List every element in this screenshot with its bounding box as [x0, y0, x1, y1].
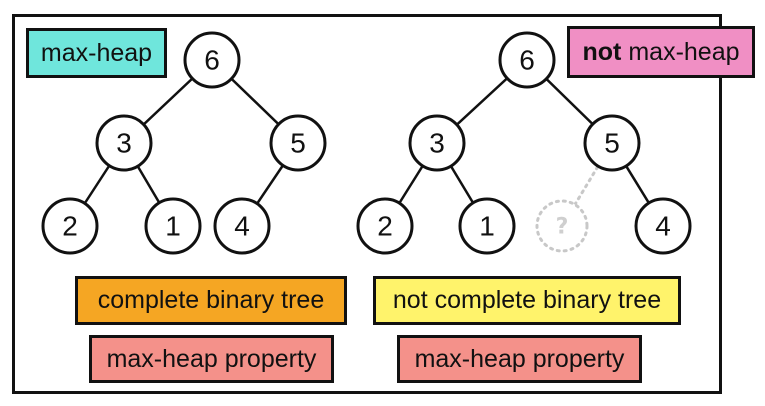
tree-node: 4 — [634, 197, 692, 255]
missing-node-label: ? — [556, 215, 569, 240]
tree-node: 6 — [183, 31, 241, 89]
tree-node: 5 — [269, 114, 327, 172]
node-label: 6 — [519, 45, 535, 76]
node-label: 4 — [655, 211, 671, 242]
node-label: 3 — [116, 128, 132, 159]
not-max-heap-text: max-heap — [628, 37, 740, 66]
tree-node: 2 — [41, 197, 99, 255]
max-heap-property-caption-left: max-heap property — [89, 335, 334, 383]
tree-node: 1 — [458, 197, 516, 255]
tree-node: 5 — [583, 114, 641, 172]
tree-node: 4 — [213, 197, 271, 255]
tree-node: 3 — [95, 114, 153, 172]
node-label: 2 — [377, 211, 393, 242]
max-heap-label: max-heap — [26, 28, 167, 78]
node-label: 2 — [62, 211, 78, 242]
not-complete-binary-tree-caption: not complete binary tree — [373, 276, 681, 325]
not-emphasis: not — [582, 37, 622, 66]
complete-binary-tree-caption: complete binary tree — [75, 276, 347, 325]
tree-node: 6 — [498, 31, 556, 89]
not-max-heap-label: not max-heap — [567, 26, 755, 78]
tree-node: 1 — [144, 197, 202, 255]
node-label: 5 — [604, 128, 620, 159]
node-label: 3 — [429, 128, 445, 159]
node-label: 1 — [479, 211, 495, 242]
tree-node: 2 — [356, 197, 414, 255]
node-label: 6 — [204, 45, 220, 76]
missing-node: ? — [535, 199, 589, 253]
node-label: 1 — [165, 211, 181, 242]
node-label: 4 — [234, 211, 250, 242]
node-label: 5 — [290, 128, 306, 159]
tree-node: 3 — [408, 114, 466, 172]
max-heap-property-caption-right: max-heap property — [397, 335, 642, 383]
